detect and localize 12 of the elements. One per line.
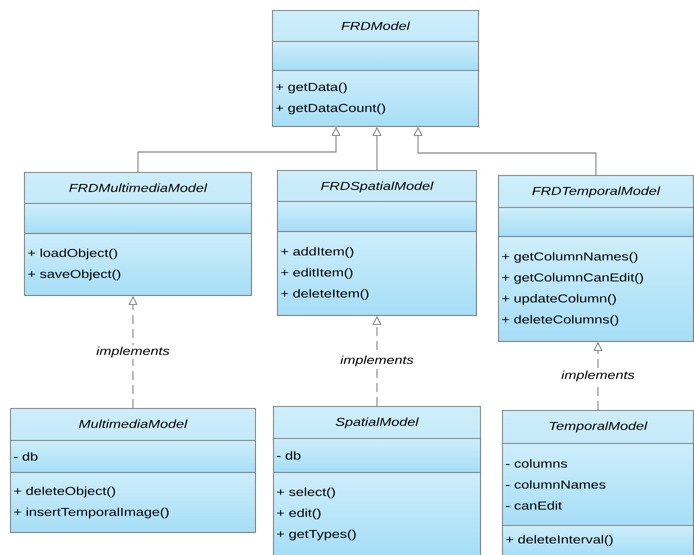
edge-label: implements (94, 345, 172, 359)
attribute-compartment: - db (273, 438, 481, 473)
empty-compartment (272, 41, 479, 71)
empty-compartment (277, 201, 477, 232)
attribute-compartment: + deleteObject() + insertTemporalImage() (10, 472, 256, 533)
attribute-compartment: + getData() + getDataCount() (272, 70, 479, 127)
attribute-compartment: + deleteInterval() (502, 525, 694, 555)
edge-label: implements (560, 369, 636, 383)
empty-compartment (24, 203, 252, 234)
attribute-compartment: - db (10, 440, 256, 473)
empty-compartment (498, 207, 694, 237)
edge-label: implements (338, 354, 416, 368)
